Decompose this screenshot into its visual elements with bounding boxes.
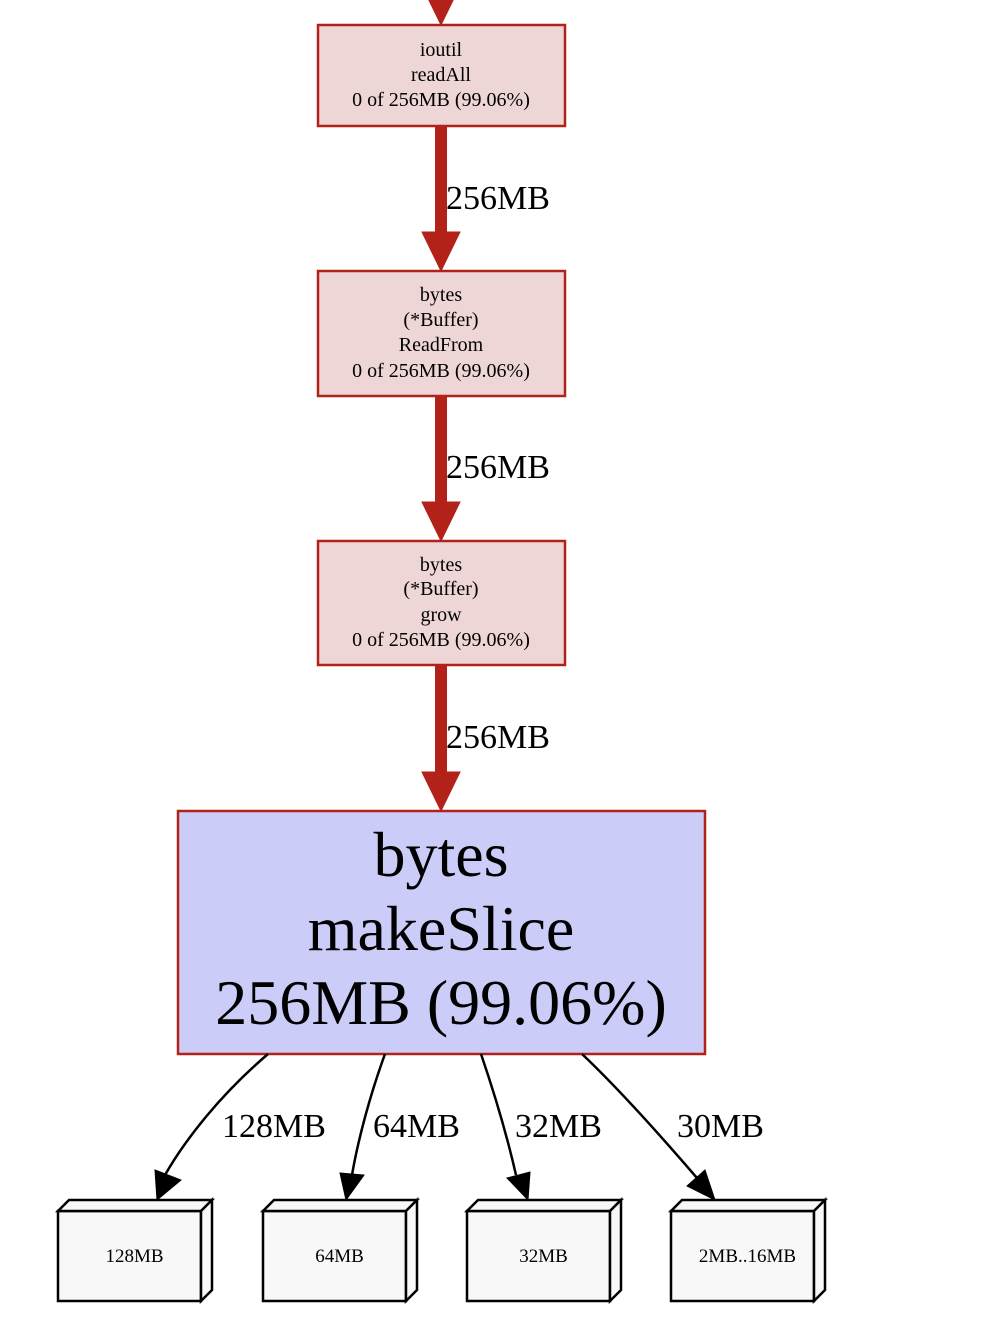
tag-box-front (261, 1209, 408, 1303)
node-line: (*Buffer) (403, 309, 478, 331)
edge-makeSlice-tag-64MB[interactable]: 64MB (339, 1053, 460, 1202)
node-line: grow (420, 604, 462, 626)
edge-arrowhead (686, 1169, 716, 1201)
node-line: makeSlice (308, 893, 575, 964)
node-line: 0 of 256MB (99.06%) (352, 360, 530, 382)
tag-box-top (667, 1198, 829, 1213)
edge-label: 128MB (222, 1108, 326, 1145)
node-line: ReadFrom (399, 334, 484, 356)
edge-arrowhead (506, 1171, 531, 1202)
tag-label: 128MB (105, 1246, 163, 1267)
node-line: 0 of 256MB (99.06%) (352, 89, 530, 111)
tag-box-front (669, 1209, 816, 1303)
node-line: bytes (373, 819, 508, 890)
edge-makeSlice-tag-30MB[interactable]: 30MB (581, 1053, 764, 1201)
node-line: ioutil (420, 39, 463, 61)
tag-box-side (608, 1196, 623, 1305)
node-line: 0 of 256MB (99.06%) (352, 629, 530, 651)
edge-readAll-ReadFrom[interactable]: 256MB (421, 126, 550, 273)
tag-box-128MB[interactable]: 128MB (54, 1196, 216, 1305)
edge-arrowhead (421, 501, 461, 543)
tag-box-side (812, 1196, 827, 1305)
edge-label: 30MB (677, 1108, 764, 1145)
tag-label: 64MB (315, 1246, 364, 1267)
tag-label: 2MB..16MB (699, 1246, 796, 1267)
tag-box-32MB[interactable]: 32MB (463, 1196, 625, 1305)
edge-makeSlice-tag-32MB[interactable]: 32MB (479, 1053, 602, 1202)
edge-arrowhead (421, 771, 461, 813)
node-bytes-makeSlice[interactable]: bytes makeSlice 256MB (99.06%) (176, 809, 707, 1056)
tag-box-2MB..16MB[interactable]: 2MB..16MB (667, 1196, 829, 1305)
edge-label: 256MB (446, 719, 550, 756)
tag-box-front (56, 1209, 203, 1303)
edge-label: 256MB (446, 449, 550, 486)
edge-label: 256MB (446, 180, 550, 217)
edge-label: 64MB (373, 1108, 460, 1145)
node-line: (*Buffer) (403, 578, 478, 600)
edge-arrowhead (339, 1172, 365, 1202)
node-line: readAll (411, 64, 471, 86)
tag-box-side (199, 1196, 214, 1305)
node-bytes-Buffer-grow[interactable]: bytes (*Buffer) grow 0 of 256MB (99.06%) (316, 539, 567, 667)
edge-arrowhead (421, 231, 461, 273)
edge-label: 32MB (515, 1108, 602, 1145)
edge-ReadFrom-grow[interactable]: 256MB (421, 396, 550, 543)
edge-makeSlice-tag-128MB[interactable]: 128MB (154, 1053, 326, 1202)
tag-box-side (404, 1196, 419, 1305)
tag-label: 32MB (519, 1246, 568, 1267)
tag-box-top (463, 1198, 625, 1213)
node-ioutil-readAll[interactable]: ioutil readAll 0 of 256MB (99.06%) (316, 23, 567, 128)
tag-box-top (259, 1198, 421, 1213)
edge-arrowhead (428, 0, 454, 27)
edge-arrowhead (154, 1169, 182, 1202)
edge-incoming (428, 0, 454, 27)
node-bytes-Buffer-ReadFrom[interactable]: bytes (*Buffer) ReadFrom 0 of 256MB (99.… (316, 269, 567, 398)
edge-grow-makeSlice[interactable]: 256MB (421, 665, 550, 813)
node-line: 256MB (99.06%) (215, 967, 667, 1038)
node-line: bytes (420, 284, 462, 306)
tag-box-top (54, 1198, 216, 1213)
tag-box-64MB[interactable]: 64MB (259, 1196, 421, 1305)
node-line: bytes (420, 554, 462, 576)
